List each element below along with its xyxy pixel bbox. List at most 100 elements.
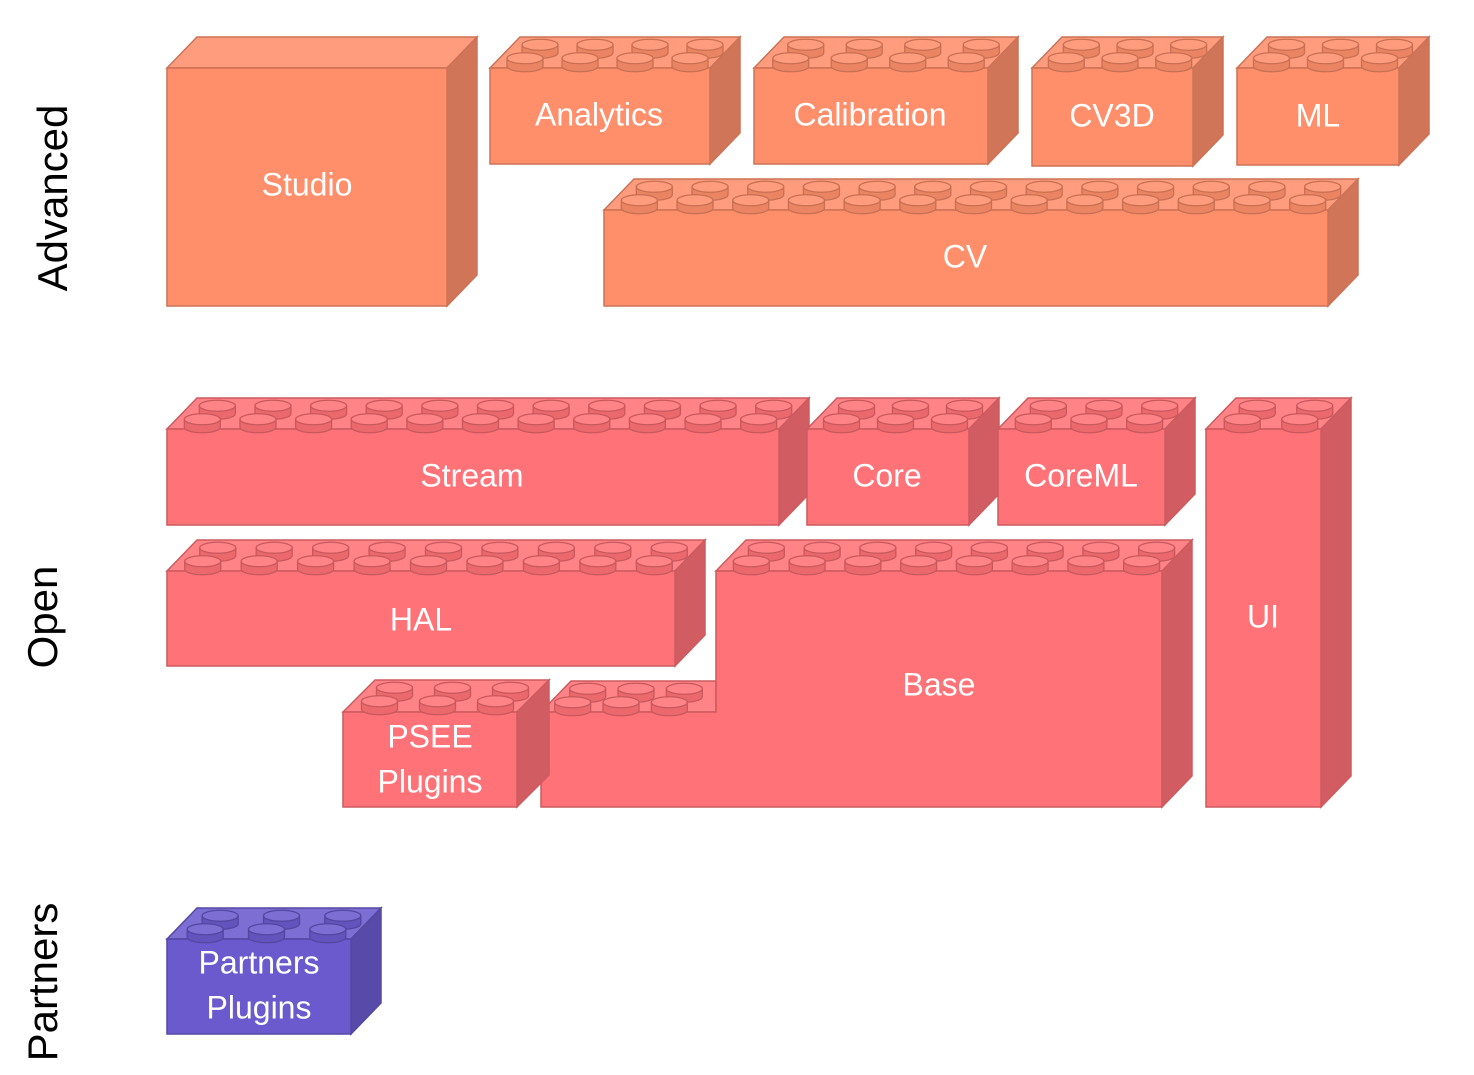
block-label-cv: CV xyxy=(943,238,988,274)
stud-top xyxy=(616,52,654,65)
stud-top xyxy=(554,696,592,709)
stud-top xyxy=(186,923,224,936)
stud-top xyxy=(1121,194,1160,207)
stud-top xyxy=(353,555,391,568)
stud-top xyxy=(368,541,406,554)
block-studio xyxy=(165,35,479,308)
stud-top xyxy=(1137,541,1176,554)
stud-top xyxy=(1081,180,1119,193)
stud-top xyxy=(1141,399,1179,412)
stud-top xyxy=(1155,52,1193,65)
stud-top xyxy=(521,38,559,51)
stud-top xyxy=(522,555,561,568)
stud-top xyxy=(914,180,952,193)
stud-top xyxy=(1029,399,1067,412)
stud-top xyxy=(476,695,515,708)
stud-top xyxy=(1116,38,1154,51)
stud-top xyxy=(309,399,348,412)
block-studio-front-face xyxy=(166,67,448,307)
block-cv3d-front-face xyxy=(1031,67,1194,167)
stud-top xyxy=(1062,38,1100,51)
stud-top xyxy=(481,541,519,554)
stud-top xyxy=(1067,555,1105,568)
stud-top xyxy=(747,180,785,193)
stud-top xyxy=(947,52,985,65)
stud-top xyxy=(418,695,457,708)
block-cv-front-face xyxy=(603,209,1329,307)
stud-top xyxy=(424,541,463,554)
stud-top xyxy=(1296,399,1334,412)
stud-top xyxy=(466,555,504,568)
stud-top xyxy=(899,194,937,207)
stud-top xyxy=(1267,38,1306,51)
block-psee-plugins xyxy=(341,678,551,809)
stud-top xyxy=(686,38,724,51)
block-label-ml: ML xyxy=(1296,97,1340,133)
stud-top xyxy=(375,681,414,694)
stud-top xyxy=(406,413,444,426)
block-calibration xyxy=(752,35,1020,166)
tier-label-open: Open xyxy=(19,566,66,669)
stud-top xyxy=(1170,38,1208,51)
stud-top xyxy=(1360,52,1399,65)
stud-top xyxy=(631,38,669,51)
stud-top xyxy=(643,399,682,412)
stud-top xyxy=(1047,52,1085,65)
block-cv3d xyxy=(1030,35,1225,168)
stud-top xyxy=(755,399,793,412)
stud-top xyxy=(1289,194,1327,207)
block-label-cv3d: CV3D xyxy=(1069,97,1154,133)
block-psee-plugins-front-face xyxy=(342,711,518,808)
stud-top xyxy=(802,180,841,193)
block-analytics xyxy=(488,35,742,166)
block-label-core: Core xyxy=(852,457,921,493)
block-calibration-front-face xyxy=(753,67,989,165)
stud-top xyxy=(837,399,876,412)
stud-top xyxy=(1101,52,1139,65)
stud-top xyxy=(1192,180,1230,193)
stud-top xyxy=(732,194,770,207)
stud-top xyxy=(1026,541,1064,554)
stud-top xyxy=(588,399,626,412)
block-label-analytics: Analytics xyxy=(535,96,663,132)
block-label-studio: Studio xyxy=(262,166,353,202)
stud-top xyxy=(569,682,607,695)
stud-top xyxy=(676,194,714,207)
stud-top xyxy=(1082,541,1120,554)
stud-top xyxy=(1177,194,1215,207)
block-label-partners-line2: Plugins xyxy=(207,989,312,1025)
block-base xyxy=(539,538,1194,809)
stud-top xyxy=(787,194,826,207)
stud-top xyxy=(1085,399,1123,412)
stud-top xyxy=(254,399,292,412)
block-ui-side-face xyxy=(1320,396,1352,809)
stud-top xyxy=(747,541,786,554)
stud-top xyxy=(1070,413,1108,426)
block-label-calibration: Calibration xyxy=(794,96,947,132)
stud-top xyxy=(969,180,1008,193)
block-label-hal: HAL xyxy=(390,601,452,637)
stud-top xyxy=(1010,194,1048,207)
stud-top xyxy=(365,399,403,412)
block-cv xyxy=(602,177,1360,308)
block-base-top-face-high xyxy=(714,539,1194,572)
stud-top xyxy=(732,555,771,568)
tier-label-advanced: Advanced xyxy=(29,105,76,292)
stud-top xyxy=(844,555,882,568)
stud-top xyxy=(620,194,658,207)
stud-top xyxy=(240,555,278,568)
stud-top xyxy=(262,909,301,922)
stud-top xyxy=(684,413,722,426)
block-label-stream: Stream xyxy=(420,457,523,493)
stud-top xyxy=(891,399,930,412)
stud-top xyxy=(1233,194,1271,207)
stud-top xyxy=(635,180,673,193)
stud-top xyxy=(803,541,841,554)
stud-top xyxy=(360,695,399,708)
stud-top xyxy=(491,681,530,694)
stud-top xyxy=(904,38,942,51)
stud-top xyxy=(699,399,737,412)
stud-top xyxy=(579,555,617,568)
block-studio-top-face xyxy=(165,36,479,69)
blocks-layer xyxy=(165,35,1431,1036)
